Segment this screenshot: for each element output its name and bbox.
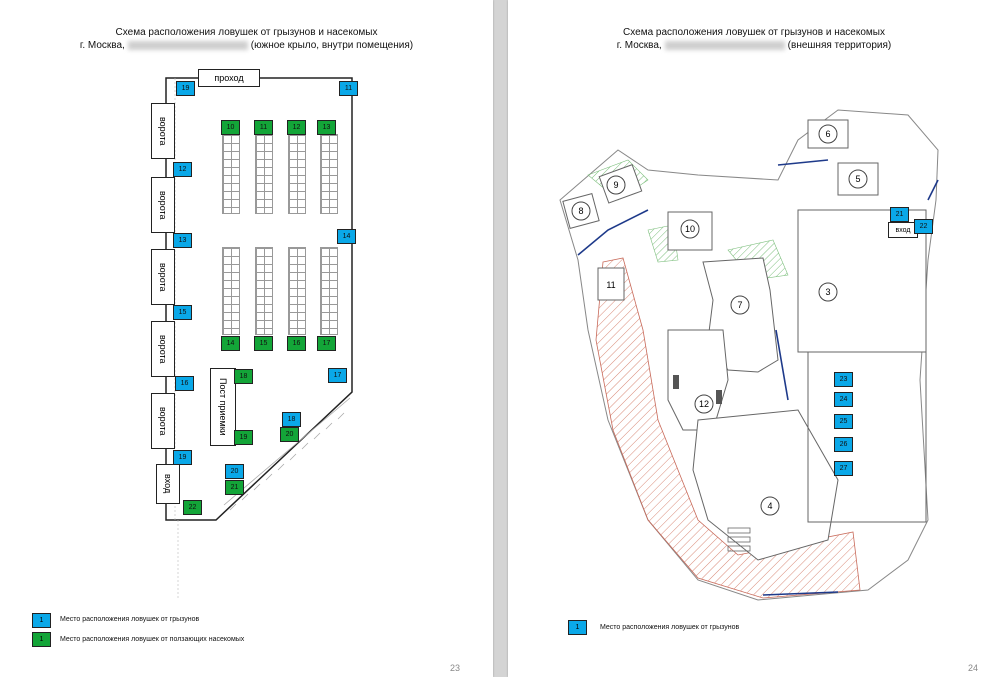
- passage-text: проход: [214, 73, 244, 83]
- entrance-text: вход: [163, 474, 173, 494]
- rack: [222, 247, 240, 335]
- warehouse-floor-plan: [165, 77, 353, 600]
- title-line-2: г. Москва, (внешняя территория): [508, 39, 1000, 52]
- gate-4: ворота: [151, 321, 175, 377]
- building-label: 4: [767, 501, 773, 511]
- rodent-trap: 22: [914, 219, 933, 234]
- rack: [320, 247, 338, 335]
- gate-text: ворота: [158, 190, 168, 220]
- rodent-trap: 17: [328, 368, 347, 383]
- legend-rodent-swatch: 1: [568, 620, 587, 635]
- rodent-trap: 19: [176, 81, 195, 96]
- building-label: 6: [825, 129, 831, 139]
- gate-text: ворота: [158, 406, 168, 436]
- gate-2: ворота: [151, 177, 175, 233]
- rack: [255, 134, 273, 214]
- rodent-trap: 11: [339, 81, 358, 96]
- rodent-trap: 20: [225, 464, 244, 479]
- rodent-trap: 18: [282, 412, 301, 427]
- rodent-trap: 24: [834, 392, 853, 407]
- title-suffix: (южное крыло, внутри помещения): [250, 40, 414, 51]
- insect-trap: 19: [234, 430, 253, 445]
- insect-trap: 16: [287, 336, 306, 351]
- redacted-address: [127, 40, 248, 50]
- gate-text: ворота: [158, 334, 168, 364]
- passage-label: проход: [198, 69, 260, 87]
- reception-text: Пост приемки: [218, 378, 228, 436]
- title-line-1: Схема расположения ловушек от грызунов и…: [623, 27, 885, 38]
- reception-post: Пост приемки: [210, 368, 236, 446]
- title-line-1: Схема расположения ловушек от грызунов и…: [115, 27, 378, 38]
- rodent-trap: 27: [834, 461, 853, 476]
- gate-text: ворота: [158, 262, 168, 292]
- title-line-2: г. Москва, (южное крыло, внутри помещения…: [0, 39, 493, 52]
- insect-trap: 18: [234, 369, 253, 384]
- building-label: 9: [613, 180, 619, 190]
- gate-3: ворота: [151, 249, 175, 305]
- rodent-trap: 19: [173, 450, 192, 465]
- legend-rodent-text: Место расположения ловушек от грызунов: [600, 624, 740, 631]
- insect-trap: 17: [317, 336, 336, 351]
- insect-trap: 10: [221, 120, 240, 135]
- rodent-trap: 21: [890, 207, 909, 222]
- building-label: 10: [684, 224, 696, 234]
- building-label: 5: [855, 174, 861, 184]
- gate-1: ворота: [151, 103, 175, 159]
- rack: [320, 134, 338, 214]
- insect-trap: 15: [254, 336, 273, 351]
- rodent-trap: 16: [175, 376, 194, 391]
- page-title: Схема расположения ловушек от грызунов и…: [508, 26, 1000, 52]
- page-23: Схема расположения ловушек от грызунов и…: [0, 0, 493, 677]
- rodent-trap: 25: [834, 414, 853, 429]
- legend-insect-text: Место расположения ловушек от ползающих …: [60, 636, 245, 643]
- legend-insect-swatch: 1: [32, 632, 51, 647]
- rack: [288, 247, 306, 335]
- legend-rodent-text: Место расположения ловушек от грызунов: [60, 616, 200, 623]
- rodent-trap: 13: [173, 233, 192, 248]
- building-label: 11: [606, 280, 616, 290]
- gate-5: ворота: [151, 393, 175, 449]
- building-label: 8: [578, 206, 584, 216]
- rack: [288, 134, 306, 214]
- insect-trap: 12: [287, 120, 306, 135]
- building-label: 7: [737, 300, 743, 310]
- title-suffix: (внешняя территория): [787, 40, 892, 51]
- legend-rodent-swatch: 1: [32, 613, 51, 628]
- insect-trap: 22: [183, 500, 202, 515]
- insect-trap: 11: [254, 120, 273, 135]
- rodent-trap: 12: [173, 162, 192, 177]
- page-number: 24: [968, 663, 979, 673]
- rack: [222, 134, 240, 214]
- insect-trap: 20: [280, 427, 299, 442]
- insect-trap: 21: [225, 480, 244, 495]
- rodent-trap: 15: [173, 305, 192, 320]
- redacted-address: [664, 40, 785, 50]
- insect-trap: 13: [317, 120, 336, 135]
- site-map: [559, 109, 939, 601]
- page-24: Схема расположения ловушек от грызунов и…: [508, 0, 1000, 677]
- insect-trap: 14: [221, 336, 240, 351]
- gate-text: ворота: [158, 116, 168, 146]
- rodent-trap: 23: [834, 372, 853, 387]
- entrance-box: вход: [156, 464, 180, 504]
- building-label: 12: [698, 399, 710, 409]
- title-city: г. Москва,: [616, 40, 662, 51]
- page-title: Схема расположения ловушек от грызунов и…: [0, 26, 493, 52]
- rack: [255, 247, 273, 335]
- rodent-trap: 26: [834, 437, 853, 452]
- page-number: 23: [450, 663, 461, 673]
- rodent-trap: 14: [337, 229, 356, 244]
- building-label: 3: [825, 287, 831, 297]
- title-city: г. Москва,: [79, 40, 125, 51]
